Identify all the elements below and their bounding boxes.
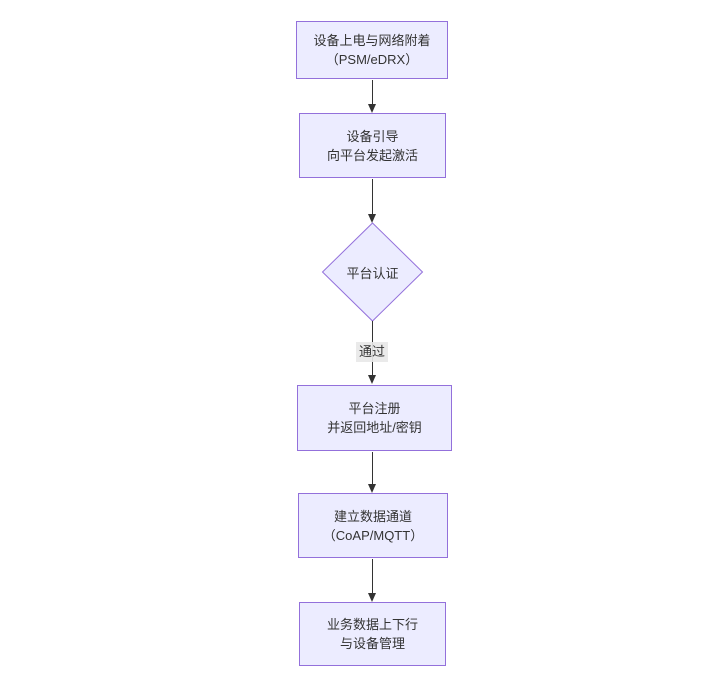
arrowhead-down-icon — [367, 484, 376, 493]
flow-node-business-data: 业务数据上下行 与设备管理 — [299, 602, 446, 666]
flow-node-register: 平台注册 并返回地址/密钥 — [297, 385, 452, 451]
arrow-register-to-channel — [367, 452, 378, 493]
arrow-shaft — [371, 80, 373, 105]
node-text-line: 设备上电与网络附着 — [313, 33, 431, 48]
node-text-line: 与设备管理 — [339, 636, 405, 651]
node-text-line: 设备引导 — [346, 128, 399, 144]
edge-label-pass: 通过 — [355, 342, 389, 362]
node-text-line: 并返回地址/密钥 — [327, 420, 422, 435]
flow-node-auth-decision: 平台认证 — [321, 222, 424, 322]
arrowhead-down-icon — [367, 104, 376, 113]
arrowhead-down-icon — [367, 593, 376, 602]
flow-node-power-attach: 设备上电与网络附着 （PSM/eDRX） — [296, 21, 448, 79]
node-text-line: （CoAP/MQTT） — [322, 527, 424, 543]
arrowhead-down-icon — [367, 214, 376, 223]
arrow-channel-to-business — [367, 559, 378, 602]
arrow-shaft — [371, 559, 373, 594]
node-text-line: （PSM/eDRX） — [325, 52, 419, 67]
node-text-line: 建立数据通道 — [333, 508, 412, 524]
flow-node-data-channel: 建立数据通道 （CoAP/MQTT） — [298, 493, 448, 558]
arrow-bootstrap-to-auth — [367, 179, 378, 223]
arrowhead-down-icon — [367, 375, 376, 384]
node-text-line: 平台认证 — [346, 265, 399, 281]
node-text-line: 向平台发起激活 — [326, 147, 418, 163]
flow-node-bootstrap: 设备引导 向平台发起激活 — [299, 113, 446, 178]
node-text-line: 平台注册 — [348, 401, 401, 416]
diamond-shape — [321, 222, 424, 322]
arrow-shaft — [371, 452, 373, 485]
arrow-shaft — [371, 179, 373, 215]
node-text-line: 业务数据上下行 — [326, 617, 418, 632]
arrow-power-to-bootstrap — [367, 80, 378, 113]
